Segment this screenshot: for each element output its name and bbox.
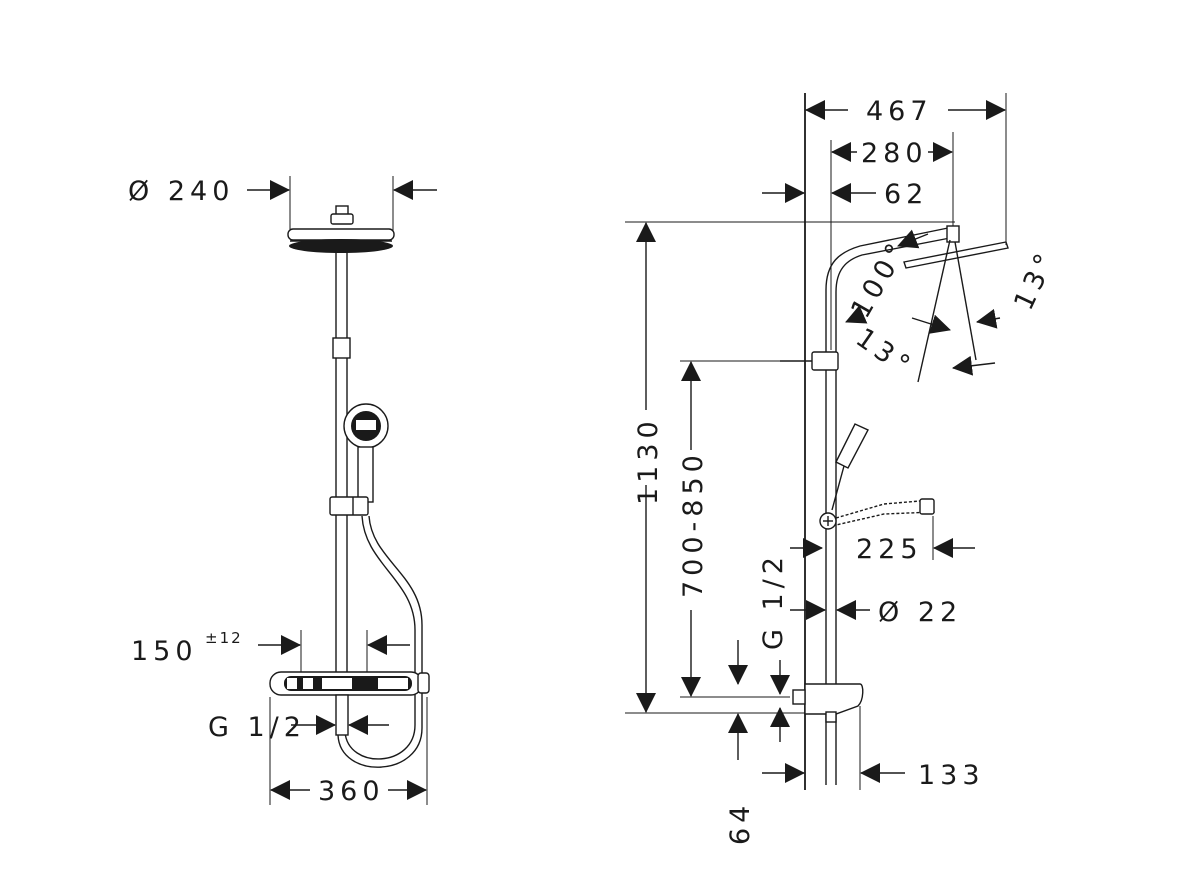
dim-thermostat-width: 360 [269,697,428,807]
hand-shower-front [329,403,389,516]
overall-depth-label: 467 [866,96,933,127]
inlet-thread-front-label: G 1/2 [208,712,306,743]
thermostat-width-label: 360 [318,776,385,807]
dim-rail-diameter: Ø 22 G 1/2 [758,552,962,650]
dim-outlet-offset: 150 ±12 [131,629,410,672]
arm-projection-label: 280 [861,138,928,169]
overhead-shower-head [287,205,395,253]
spray-angle-left-label: 13° [850,322,919,383]
spray-angle-right-label: 13° [1008,245,1063,315]
front-view: Ø 240 [128,176,437,807]
wall-clearance-label: 62 [884,179,928,210]
hand-shower-side [819,423,935,530]
dim-spray-angle-right: 13° [952,245,1063,376]
dim-holder-height: 700-850 [678,360,790,698]
inlet-thread-side-label: G 1/2 [758,552,789,650]
holder-height-label: 700-850 [678,450,709,598]
side-view: 467 280 62 1130 700-850 [625,93,1063,845]
dim-total-height: 1130 [625,221,955,714]
dim-inlet-thread-front: G 1/2 [208,694,389,743]
dim-inlet-height: 64 [718,640,790,845]
dim-arm-projection: 280 [831,138,953,169]
hand-shower-depth-label: 225 [856,534,923,565]
dim-head-diameter: Ø 240 [128,176,437,236]
dim-hand-shower-depth: 225 [790,516,975,565]
dim-spray-angle-left: 13° [850,314,951,384]
outlet-tolerance-label: ±12 [205,629,243,647]
thermostat-depth-label: 133 [918,760,985,791]
dim-wall-clearance: 62 [762,179,928,210]
shower-hose-front [337,515,423,768]
total-height-label: 1130 [633,416,664,505]
head-diameter-label: Ø 240 [128,176,234,207]
thermostat-side [792,683,864,723]
dim-thermostat-depth: 133 [762,706,985,791]
inlet-height-label: 64 [725,801,756,845]
outlet-offset-label: 150 [131,636,198,667]
rail-diameter-label: Ø 22 [878,597,962,628]
shower-rail-front [332,251,351,672]
thermostat-shelf-front [269,671,430,696]
overhead-head-side [903,225,1009,383]
dim-overall-depth: 467 [805,96,1006,127]
